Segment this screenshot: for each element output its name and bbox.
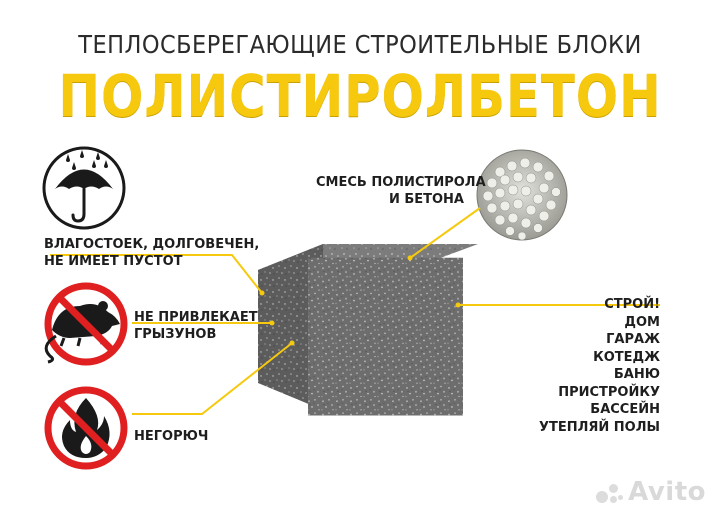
uses-item: СТРОЙ! [604, 297, 660, 312]
avito-watermark-text: Avito [628, 477, 706, 507]
leader-fire [132, 342, 293, 415]
rodents-feature-label: НЕ ПРИВЛЕКАЕТ ГРЫЗУНОВ [134, 309, 258, 343]
mix-line-1: СМЕСЬ ПОЛИСТИРОЛА [316, 175, 486, 190]
fire-feature-label: НЕГОРЮЧ [134, 428, 208, 445]
moisture-line-1: ВЛАГОСТОЕК, ДОЛГОВЕЧЕН, [44, 237, 260, 252]
mix-line-2: И БЕТОНА [388, 192, 464, 207]
rodents-line-1: НЕ ПРИВЛЕКАЕТ [134, 310, 258, 325]
moisture-feature-label: ВЛАГОСТОЕК, ДОЛГОВЕЧЕН, НЕ ИМЕЕТ ПУСТОТ [44, 236, 259, 270]
umbrella-rain-icon [42, 146, 126, 230]
page-title: ПОЛИСТИРОЛБЕТОН [58, 62, 662, 130]
no-rat-icon [44, 282, 128, 366]
uses-item: УТЕПЛЯЙ ПОЛЫ [538, 419, 660, 435]
uses-item: ДОМ [624, 314, 660, 330]
page-subtitle: ТЕПЛОСБЕРЕГАЮЩИЕ СТРОИТЕЛЬНЫЕ БЛОКИ [78, 30, 642, 59]
uses-list: СТРОЙ! ДОМ ГАРАЖ КОТЕДЖ БАНЮ ПРИСТРОЙКУ … [539, 296, 660, 436]
moisture-line-2: НЕ ИМЕЕТ ПУСТОТ [44, 254, 183, 269]
leader-lines [50, 207, 660, 415]
uses-item: КОТЕДЖ [593, 349, 660, 365]
block-left-face [258, 244, 323, 410]
avito-logo-icon [596, 481, 624, 505]
polystyrene-beads-sample [476, 149, 568, 241]
concrete-block [258, 244, 478, 416]
no-fire-icon [44, 386, 128, 470]
rodents-line-2: ГРЫЗУНОВ [134, 327, 217, 342]
fire-line-1: НЕГОРЮЧ [134, 429, 209, 444]
uses-item: ПРИСТРОЙКУ [558, 384, 660, 400]
leader-mix [409, 207, 481, 259]
uses-item: БАНЮ [613, 367, 660, 382]
block-front-face [308, 257, 463, 416]
leader-moisture [50, 254, 263, 294]
uses-item: БАССЕЙН [590, 402, 660, 417]
uses-item: ГАРАЖ [606, 332, 660, 347]
avito-watermark: Avito [596, 477, 706, 507]
mix-feature-label: СМЕСЬ ПОЛИСТИРОЛА И БЕТОНА [316, 174, 486, 208]
